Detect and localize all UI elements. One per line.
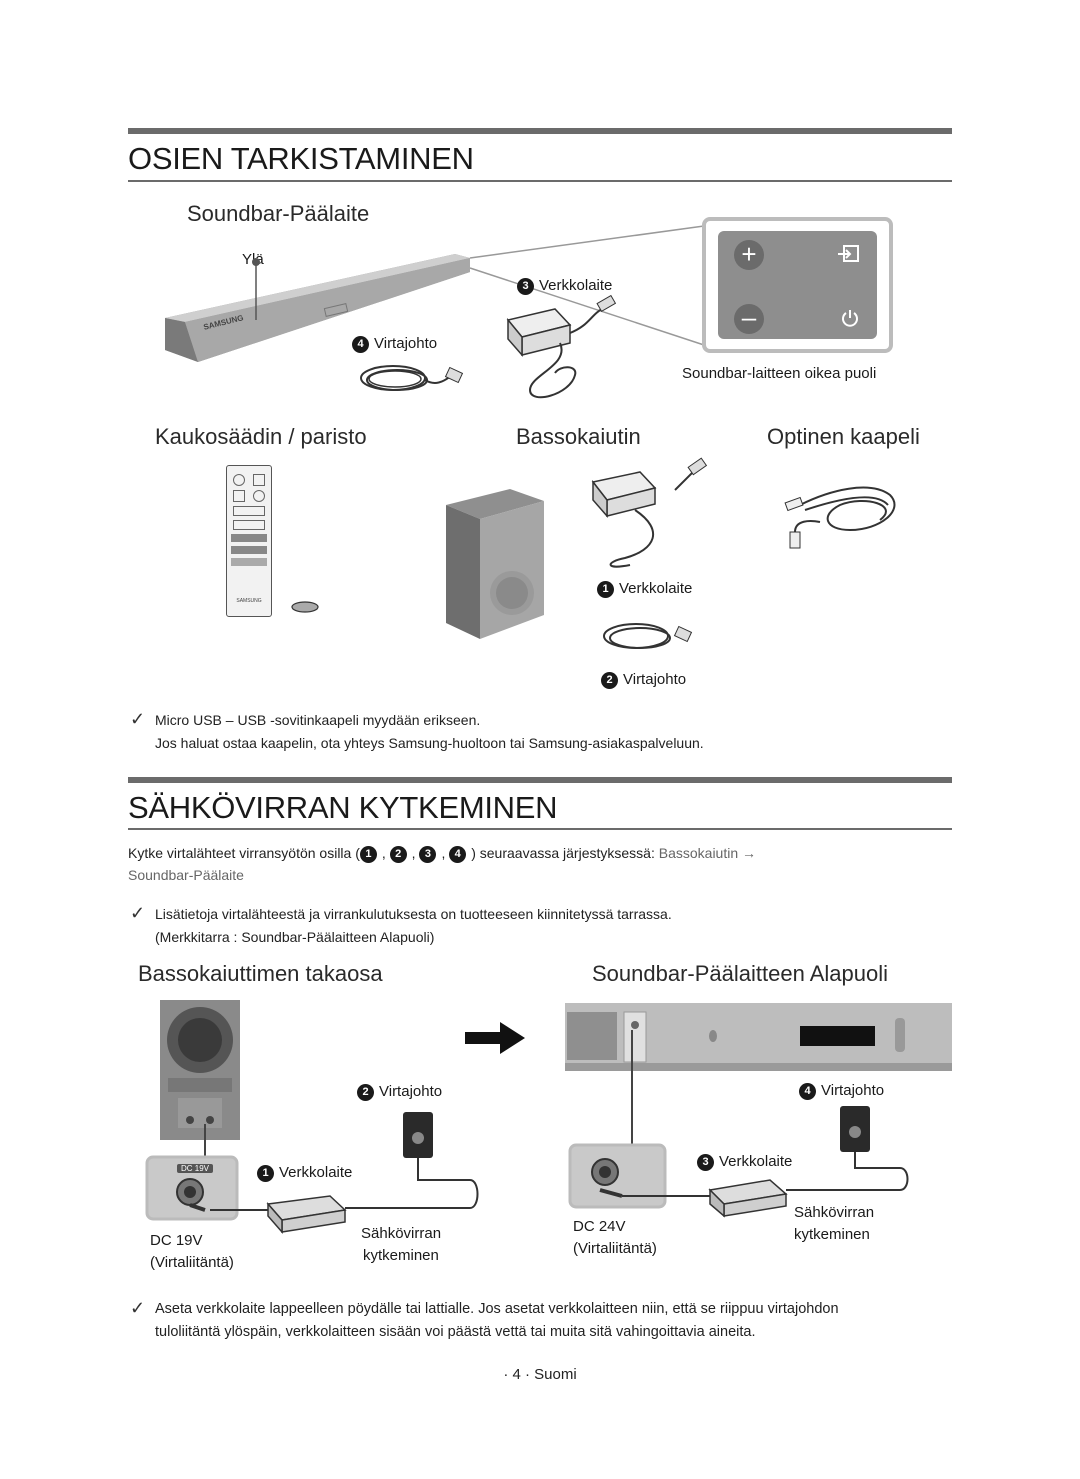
section2-rule-bottom: [128, 828, 952, 830]
checkmark-icon: ✓: [130, 709, 146, 729]
note-usb-line1: Micro USB – USB -sovitinkaapeli myydään …: [155, 712, 481, 728]
dc19-sub-label: (Virtaliitäntä): [150, 1254, 234, 1271]
right-outlet-line1: Sähkövirran: [794, 1204, 875, 1221]
battery-image: [291, 601, 319, 613]
section2-rule-top: [128, 777, 952, 783]
section-title-parts: OSIEN TARKISTAMINEN: [128, 141, 474, 176]
optical-heading: Optinen kaapeli: [767, 424, 920, 449]
optical-cable-image: [784, 486, 896, 549]
intro-order-line2: Soundbar-Päälaite: [128, 867, 244, 883]
dc24-label: DC 24V: [573, 1218, 626, 1235]
sub-adapter-image: [591, 457, 708, 568]
volume-up-button[interactable]: +: [734, 240, 764, 270]
subwoofer-back-diagram: [145, 1000, 525, 1234]
volume-down-button[interactable]: –: [734, 304, 764, 334]
section-rule-top: [128, 128, 952, 134]
note-label-line2: (Merkkitarra : Soundbar-Päälaitteen Alap…: [155, 929, 435, 945]
remote-heading: Kaukosäädin / paristo: [155, 424, 367, 449]
main-unit-heading: Soundbar-Päälaite: [187, 201, 370, 226]
power-adapter-image: [506, 294, 617, 399]
right-outlet-line2: kytkeminen: [794, 1226, 870, 1243]
right-side-caption: Soundbar-laitteen oikea puoli: [682, 365, 877, 382]
page-number: · 4 · Suomi: [503, 1366, 577, 1383]
left-outlet-line1: Sähkövirran: [361, 1225, 442, 1242]
bar-bottom-heading: Soundbar-Päälaitteen Alapuoli: [592, 961, 889, 986]
power-cord-image: [360, 365, 464, 391]
note-label-line1: Lisätietoja virtalähteestä ja virrankulu…: [155, 906, 672, 922]
left-outlet-line2: kytkeminen: [363, 1247, 439, 1264]
checkmark-icon: ✓: [130, 903, 146, 923]
sub-cord-image: [603, 623, 693, 649]
checkmark-icon: ✓: [130, 1298, 146, 1318]
section-rule-bottom: [128, 180, 952, 182]
note-usb-line2: Jos haluat ostaa kaapelin, ota yhteys Sa…: [155, 735, 704, 751]
power-icon[interactable]: [840, 308, 860, 328]
dc19-badge: DC 19V: [177, 1164, 214, 1173]
section-title-power: SÄHKÖVIRRAN KYTKEMINEN: [128, 790, 558, 825]
dc19-label: DC 19V: [150, 1232, 203, 1249]
sub-back-heading: Bassokaiuttimen takaosa: [138, 961, 383, 986]
soundbar-illustration: [165, 225, 705, 362]
dc24-sub-label: (Virtaliitäntä): [573, 1240, 657, 1257]
intro-text: Kytke virtalähteet virransyötön osilla (…: [128, 845, 757, 863]
adapter-note-line1: Aseta verkkolaite lappeelleen pöydälle t…: [155, 1301, 839, 1317]
adapter-note-line2: tuloliitäntä ylöspäin, verkkolaitteen si…: [155, 1324, 756, 1340]
remote-control-image: SAMSUNG: [226, 465, 272, 617]
subwoofer-heading: Bassokaiutin: [516, 424, 641, 449]
soundbar-bottom-diagram: [565, 1003, 952, 1218]
subwoofer-image: [446, 489, 544, 639]
remote-logo: SAMSUNG: [236, 598, 262, 604]
input-source-icon[interactable]: [838, 244, 862, 264]
